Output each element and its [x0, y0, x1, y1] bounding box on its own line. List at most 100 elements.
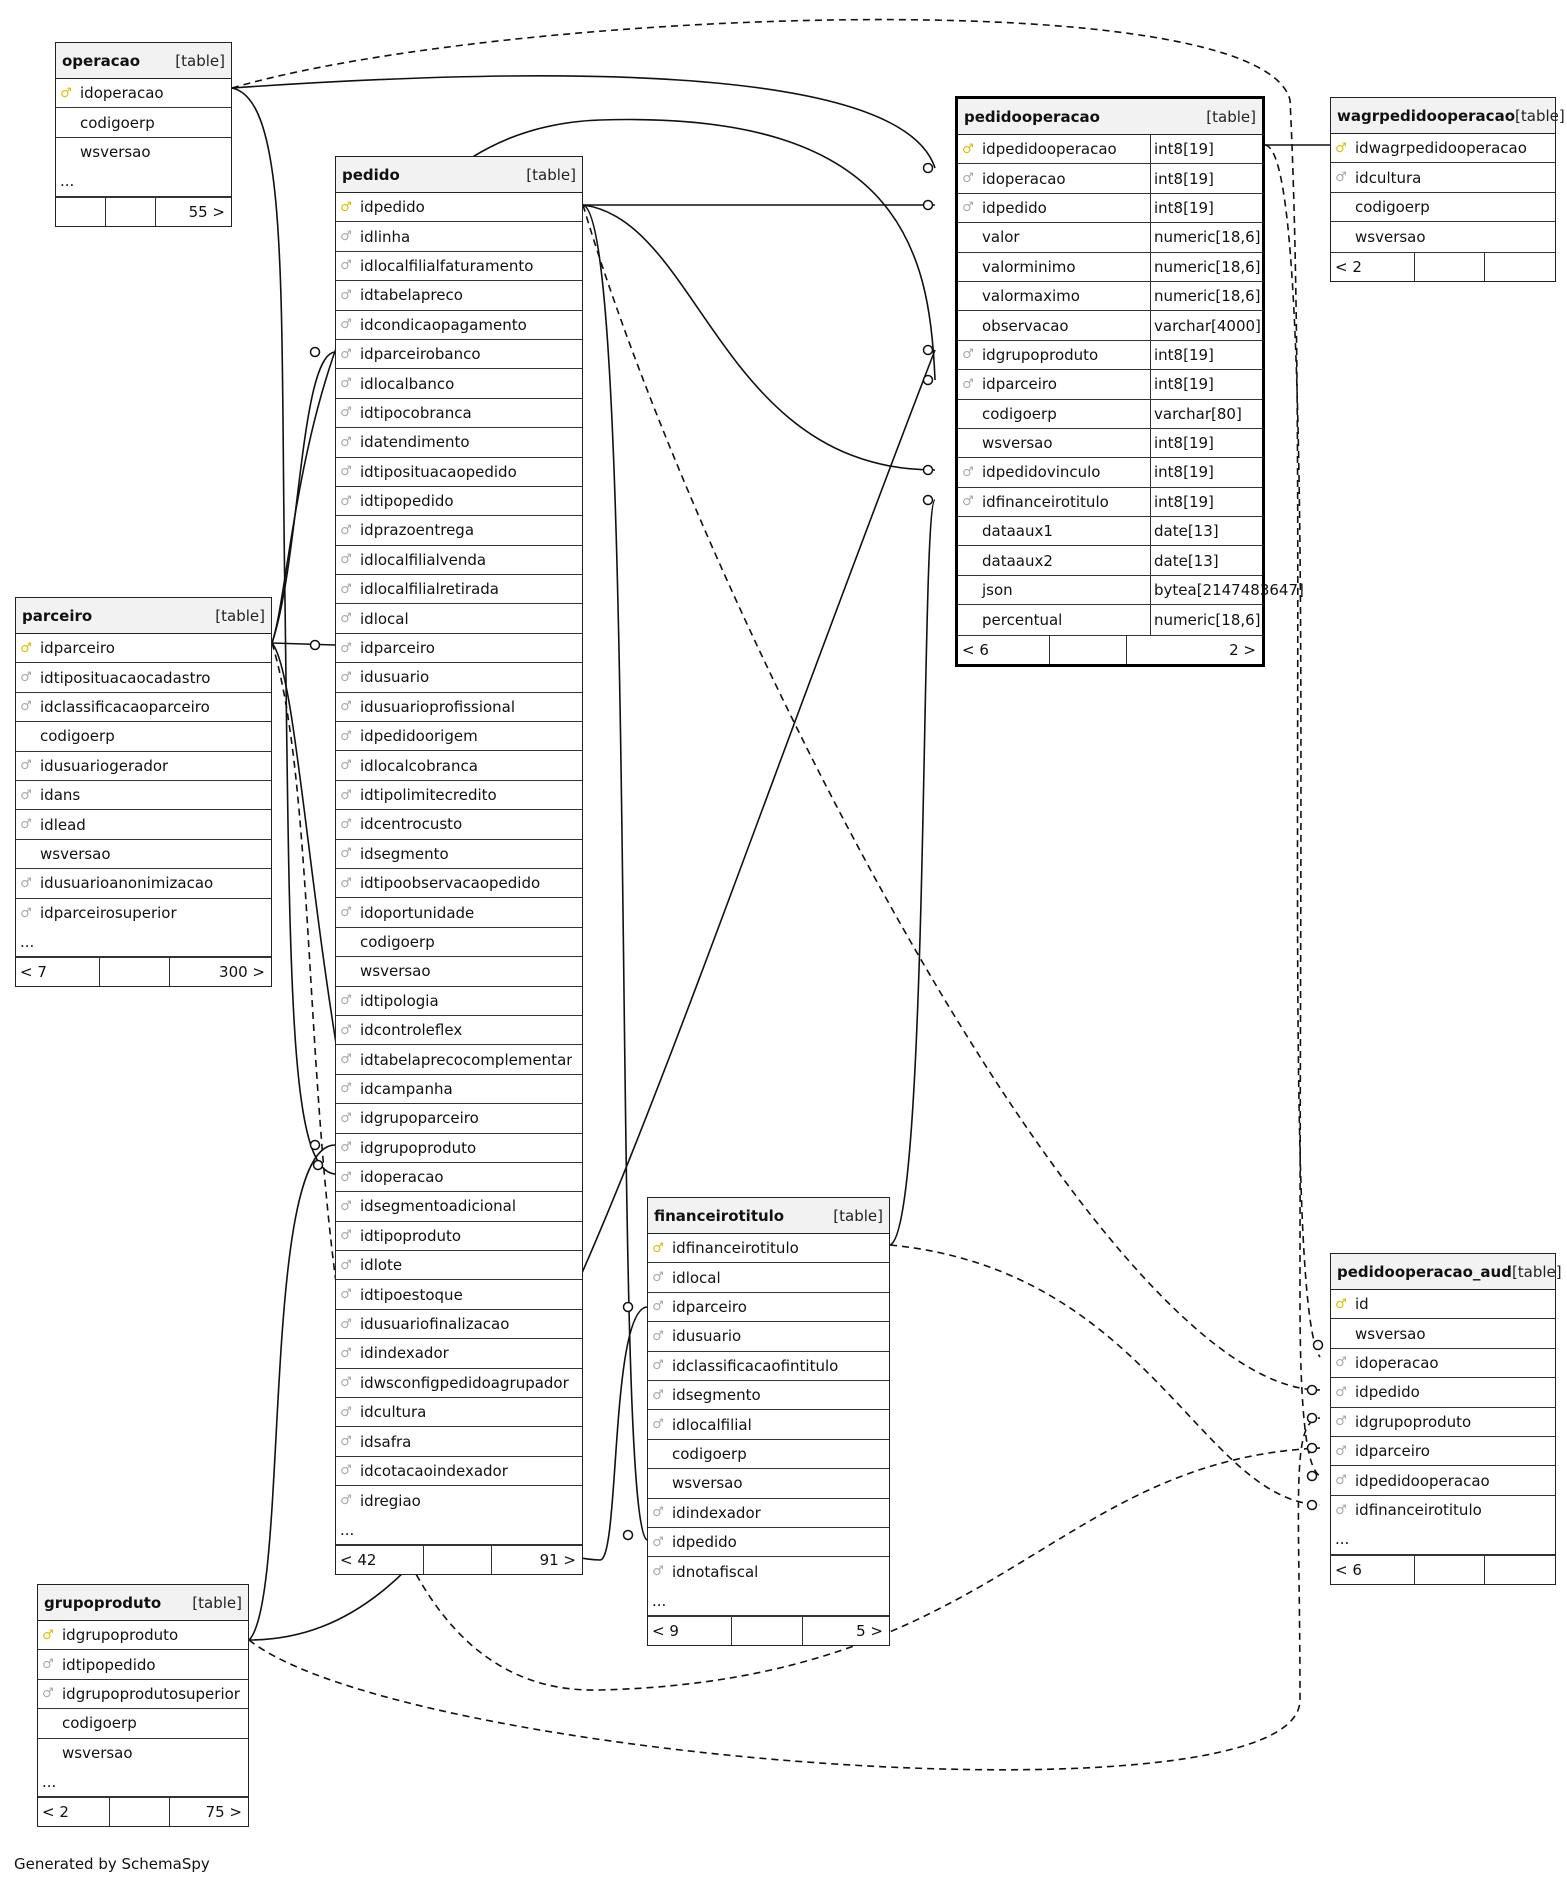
- table-wagrpedidooperacao[interactable]: wagrpedidooperacao[table] ♂idwagrpedidoo…: [1330, 97, 1565, 282]
- column-row[interactable]: wsversao: [38, 1739, 248, 1768]
- table-parceiro[interactable]: parceiro[table] ♂idparceiro♂idtiposituac…: [15, 597, 272, 988]
- column-row[interactable]: ♂idtipoestoque: [336, 1280, 582, 1310]
- column-row[interactable]: ♂idlocalfilialfaturamento: [336, 252, 582, 282]
- column-row[interactable]: ♂idparceiro: [336, 634, 582, 664]
- column-row[interactable]: ♂idsegmento: [648, 1381, 889, 1411]
- table-grupoproduto[interactable]: grupoproduto[table] ♂idgrupoproduto♂idti…: [37, 1584, 249, 1828]
- column-row[interactable]: ♂idtipologia: [336, 987, 582, 1016]
- column-row[interactable]: ♂idindexador: [648, 1499, 889, 1528]
- column-row[interactable]: ♂idcultura: [1331, 163, 1555, 193]
- column-row[interactable]: ♂idoperacao: [336, 1163, 582, 1193]
- column-row[interactable]: ♂idpedido: [1331, 1378, 1555, 1408]
- column-row[interactable]: ♂idwagrpedidooperacao: [1331, 134, 1555, 164]
- column-row[interactable]: ♂idcultura: [336, 1398, 582, 1428]
- column-row[interactable]: ♂idclassificacaofintitulo: [648, 1352, 889, 1381]
- column-row[interactable]: ♂idfinanceirotitulo: [648, 1234, 889, 1264]
- column-row[interactable]: ♂idtipopedido: [38, 1650, 248, 1680]
- column-row[interactable]: ♂idlote: [336, 1251, 582, 1281]
- column-row[interactable]: wsversao: [336, 957, 582, 987]
- column-row[interactable]: ♂idoperacao: [56, 79, 231, 109]
- column-row[interactable]: ♂idgrupoparceiro: [336, 1104, 582, 1134]
- column-row[interactable]: wsversao: [1331, 1319, 1555, 1349]
- column-row[interactable]: ♂idusuarioanonimizacao: [16, 869, 271, 899]
- column-row[interactable]: ♂idlocal: [648, 1263, 889, 1293]
- column-row[interactable]: ♂idparceiro: [1331, 1437, 1555, 1467]
- column-row[interactable]: ♂idgrupoproduto: [38, 1621, 248, 1651]
- column-row[interactable]: ♂idlocalfilial: [648, 1410, 889, 1440]
- column-row[interactable]: ♂idoportunidade: [336, 898, 582, 928]
- column-row[interactable]: ♂idlead: [16, 810, 271, 840]
- column-row[interactable]: codigoerp: [336, 928, 582, 958]
- table-pedido[interactable]: pedido[table] ♂idpedido♂idlinha♂idlocalf…: [335, 156, 583, 1575]
- column-row[interactable]: ♂idlocalbanco: [336, 369, 582, 399]
- column-row[interactable]: ♂idparceirosuperior: [16, 899, 271, 928]
- column-row[interactable]: ♂idcondicaopagamento: [336, 311, 582, 340]
- column-row[interactable]: ♂idparceiro: [16, 634, 271, 664]
- column-row[interactable]: wsversao: [1331, 222, 1555, 251]
- column-row[interactable]: ♂idgrupoproduto: [336, 1134, 582, 1163]
- column-row[interactable]: ♂idpedido: [648, 1528, 889, 1558]
- column-row[interactable]: ♂idlocal: [336, 604, 582, 634]
- column-row[interactable]: ♂idtipoproduto: [336, 1222, 582, 1252]
- column-row[interactable]: ♂idsegmento: [336, 840, 582, 869]
- column-row[interactable]: wsversao: [648, 1469, 889, 1499]
- column-row[interactable]: ♂idlinha: [336, 222, 582, 252]
- column-row[interactable]: ♂idoperacao: [1331, 1349, 1555, 1379]
- column-row[interactable]: ♂idwsconfigpedidoagrupador: [336, 1369, 582, 1399]
- column-row[interactable]: codigoerp: [16, 722, 271, 752]
- column-row[interactable]: ♂idlocalcobranca: [336, 751, 582, 781]
- column-row[interactable]: ♂idtiposituacaocadastro: [16, 663, 271, 693]
- column-row[interactable]: ♂idcotacaoindexador: [336, 1457, 582, 1487]
- column-row[interactable]: ♂idsafra: [336, 1427, 582, 1457]
- column-row[interactable]: ♂idusuariofinalizacao: [336, 1310, 582, 1340]
- column-row[interactable]: ♂idparceirobanco: [336, 340, 582, 370]
- column-row[interactable]: ♂idusuariogerador: [16, 752, 271, 781]
- column-row[interactable]: ♂idfinanceirotitulo: [1331, 1496, 1555, 1525]
- column-row[interactable]: ♂idprazoentrega: [336, 516, 582, 546]
- column-row[interactable]: ♂idgrupoproduto: [1331, 1408, 1555, 1437]
- column-row[interactable]: ♂idusuario: [336, 663, 582, 693]
- column-row[interactable]: ♂idregiao: [336, 1486, 582, 1515]
- column-row[interactable]: ♂idtipoobservacaopedido: [336, 869, 582, 899]
- column-row[interactable]: ♂idtipopedido: [336, 487, 582, 517]
- column-row[interactable]: ♂idatendimento: [336, 428, 582, 458]
- column-row[interactable]: ♂idtiposituacaopedido: [336, 458, 582, 487]
- column-row[interactable]: ♂idclassificacaoparceiro: [16, 693, 271, 723]
- column-row[interactable]: codigoerp: [56, 108, 231, 138]
- column-row[interactable]: ♂idindexador: [336, 1339, 582, 1369]
- column-row[interactable]: ♂idtabelaprecocomplementar: [336, 1045, 582, 1075]
- column-row[interactable]: ♂idlocalfilialvenda: [336, 546, 582, 576]
- column-row[interactable]: ♂id: [1331, 1290, 1555, 1320]
- column-row[interactable]: codigoerp: [38, 1709, 248, 1739]
- column-row[interactable]: codigoerp: [1331, 193, 1555, 223]
- column-row[interactable]: wsversao: [56, 138, 231, 167]
- table-financeirotitulo[interactable]: financeirotitulo[table] ♂idfinanceirotit…: [647, 1197, 890, 1647]
- column-row[interactable]: ♂idtipolimitecredito: [336, 781, 582, 811]
- column-row[interactable]: ♂idgrupoprodutosuperior: [38, 1680, 248, 1710]
- column-row[interactable]: ♂idusuario: [648, 1322, 889, 1352]
- column-row[interactable]: ♂idusuarioprofissional: [336, 693, 582, 723]
- column-row[interactable]: ♂idlocalfilialretirada: [336, 575, 582, 605]
- column-row[interactable]: wsversao: [16, 840, 271, 870]
- column-row[interactable]: ♂idpedidoorigem: [336, 722, 582, 752]
- column-row[interactable]: ♂idpedido: [336, 193, 582, 223]
- column-row[interactable]: ♂idparceiro: [648, 1293, 889, 1323]
